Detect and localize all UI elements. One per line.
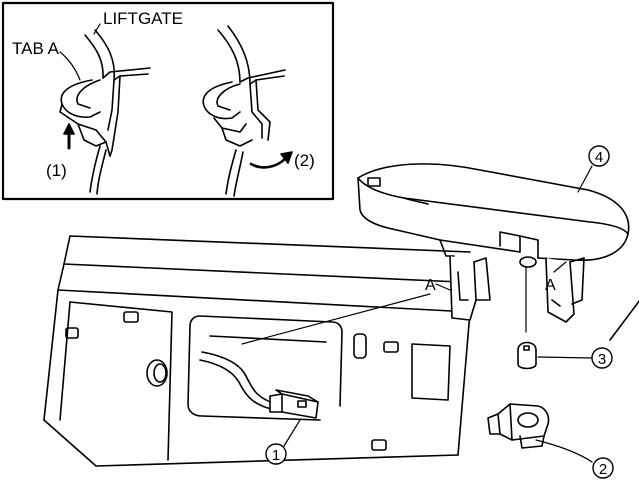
callout-circle-4 (588, 145, 610, 167)
callout-3-number: 3 (598, 351, 606, 368)
tab-a-callout-right: A (545, 277, 556, 294)
liftgate-label: LIFTGATE (103, 9, 183, 28)
rotate-arrow-head (280, 151, 293, 164)
callout-circle-1 (265, 443, 287, 465)
tab-a-leader (59, 51, 81, 81)
inset-left-clip (59, 29, 151, 195)
inset-frame (1, 1, 335, 201)
bulb (517, 341, 537, 370)
callout-circle-3 (591, 347, 613, 369)
step-2-label: (2) (294, 151, 315, 170)
bulb-socket (487, 403, 550, 449)
callout-circles (265, 145, 614, 479)
lamp-housing (357, 163, 630, 333)
push-arrow-head (63, 123, 75, 135)
harness-connector (199, 351, 319, 419)
step-1-label: (1) (46, 161, 67, 180)
liftgate-leader (93, 23, 101, 35)
callout-2-number: 2 (599, 461, 607, 478)
callout-1-number: 1 (272, 447, 280, 464)
leader-lines (241, 165, 593, 463)
rotate-arrow-shaft (249, 156, 288, 169)
callout-circle-2 (592, 457, 614, 479)
tab-a-callout-left: A (425, 277, 436, 294)
callout-4-number: 4 (595, 149, 603, 166)
inset-right-clip (202, 25, 293, 197)
tab-a-label: TAB A (12, 39, 60, 58)
inset-detail (1, 1, 335, 201)
